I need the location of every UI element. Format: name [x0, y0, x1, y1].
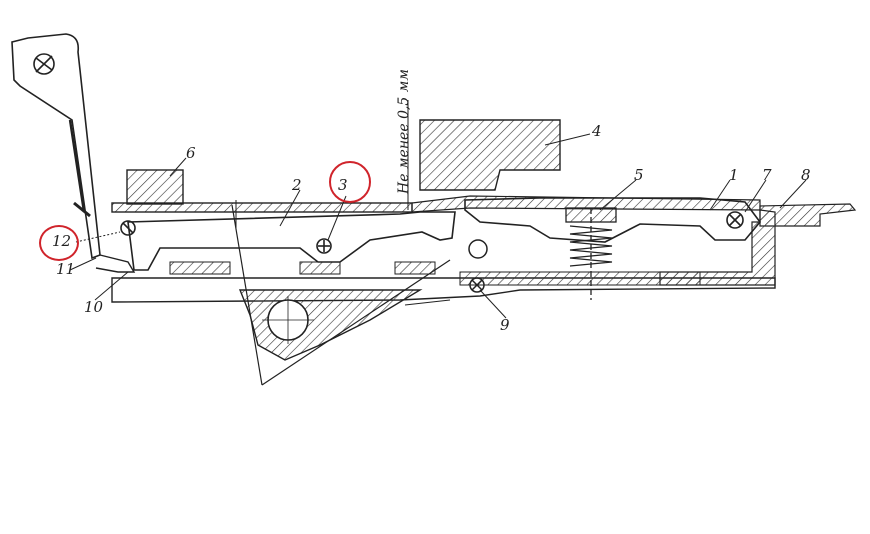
part-1-slider	[464, 197, 762, 243]
part-10-latch	[95, 254, 136, 273]
highlight-circle-3	[329, 161, 371, 203]
label-6: 6	[186, 144, 196, 162]
label-11: 11	[56, 260, 76, 278]
label-7: 7	[762, 166, 772, 184]
label-5: 5	[634, 166, 644, 184]
lever-part	[11, 33, 101, 260]
spring-5	[565, 207, 617, 300]
leader-lines	[69, 100, 807, 319]
part-6-block	[126, 169, 184, 205]
part-9-pins	[468, 239, 488, 293]
housing-bottom	[111, 261, 776, 303]
label-4: 4	[592, 122, 602, 140]
label-8: 8	[801, 166, 811, 184]
lower-bracket	[231, 204, 451, 386]
label-2: 2	[292, 176, 302, 194]
clearance-note: Не менее 0,5 мм	[396, 68, 412, 194]
label-10: 10	[84, 298, 104, 316]
part-4-block	[419, 119, 561, 191]
highlight-circle-12	[39, 225, 79, 261]
label-9: 9	[500, 316, 510, 334]
part-2-lever	[127, 211, 456, 271]
left-pin	[120, 220, 136, 236]
label-1: 1	[729, 166, 739, 184]
